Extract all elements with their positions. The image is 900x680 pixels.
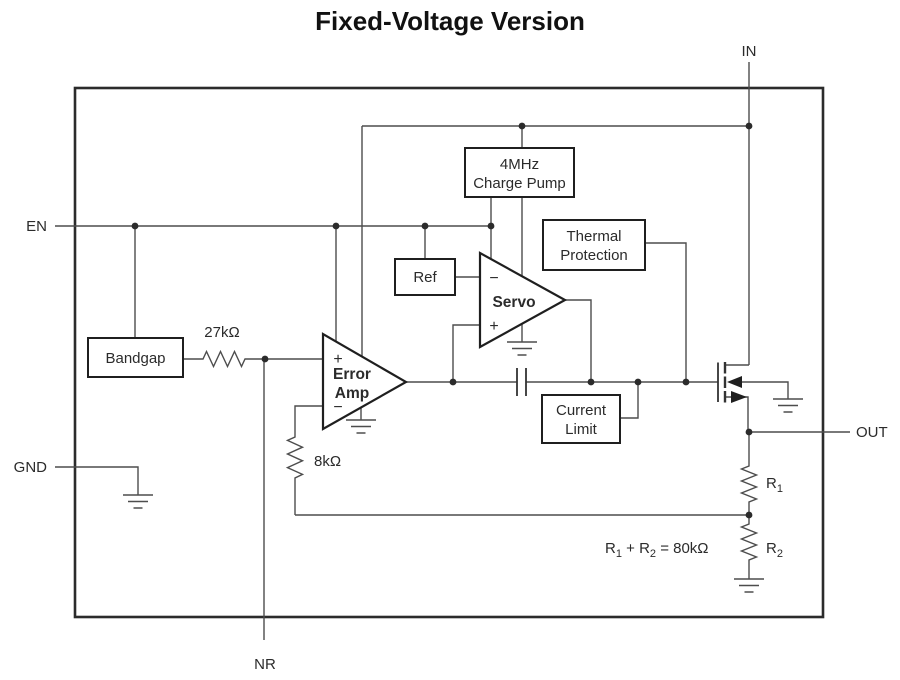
wire-servo-out <box>565 299 592 382</box>
ground-icon-gnd-pin <box>122 494 154 509</box>
resistor-27k-label: 27kΩ <box>204 324 239 341</box>
resistor-27k-zigzag <box>183 349 323 369</box>
error-amp-plus-sign: + <box>333 351 342 368</box>
thermal-label-line2: Protection <box>560 247 628 264</box>
pin-label-en: EN <box>26 218 47 235</box>
ref-label: Ref <box>413 269 437 286</box>
mosfet-body-arrow-icon <box>727 376 742 388</box>
wire-mosfet-body <box>742 381 789 399</box>
error-amp-minus-sign: − <box>333 399 342 416</box>
ground-icon-error-amp <box>345 419 377 434</box>
wire-currentlimit-to-gate <box>620 382 639 419</box>
resistor-r1-zigzag <box>739 432 759 515</box>
pin-label-out: OUT <box>856 424 888 441</box>
wire-thermal-to-gate <box>645 242 687 382</box>
resistor-r2-zigzag <box>739 515 759 579</box>
charge-pump-label-line2: Charge Pump <box>473 175 566 192</box>
pin-label-nr: NR <box>254 656 276 673</box>
error-amp-symbol: + − Error Amp <box>321 332 409 431</box>
junction-dots <box>131 122 753 519</box>
block-ref: Ref <box>394 258 456 296</box>
pin-label-gnd: GND <box>14 459 48 476</box>
chip-boundary-box <box>73 86 825 619</box>
thermal-label-line1: Thermal <box>566 228 621 245</box>
resistor-8k-label: 8kΩ <box>314 453 341 470</box>
block-current-limit: Current Limit <box>541 394 621 444</box>
mosfet-symbol <box>717 362 747 403</box>
servo-amp-symbol: − + Servo <box>478 251 568 349</box>
resistor-r1-label: R1 <box>766 475 783 495</box>
wire-gnd-pin <box>55 466 139 495</box>
resistor-8k-zigzag <box>285 405 323 515</box>
diagram-title: Fixed-Voltage Version <box>315 6 585 36</box>
mosfet-source-arrow-icon <box>731 391 747 403</box>
servo-label: Servo <box>492 294 535 311</box>
ground-icon-mosfet-body <box>772 398 804 413</box>
charge-pump-label-line1: 4MHz <box>500 156 539 173</box>
current-limit-label-line2: Limit <box>565 421 598 438</box>
capacitor-icon <box>516 368 527 396</box>
error-amp-label-line2: Amp <box>335 385 369 402</box>
block-bandgap: Bandgap <box>87 337 184 378</box>
servo-plus-sign: + <box>489 318 498 335</box>
resistors <box>183 349 759 579</box>
resistor-r2-label: R2 <box>766 540 783 560</box>
block-thermal-protection: Thermal Protection <box>542 219 646 271</box>
ground-icon-r2 <box>733 578 765 593</box>
wire-to-servo-plus <box>452 324 480 382</box>
block-charge-pump: 4MHz Charge Pump <box>464 147 575 198</box>
pin-label-in: IN <box>742 43 757 60</box>
divider-equation: R1 + R2 = 80kΩ <box>605 540 709 560</box>
error-amp-label-line1: Error <box>333 366 371 383</box>
wire-mosfet-source <box>725 396 749 432</box>
ground-icon-servo <box>506 341 538 356</box>
bandgap-label: Bandgap <box>105 350 165 367</box>
current-limit-label-line1: Current <box>556 402 607 419</box>
servo-minus-sign: − <box>489 270 498 287</box>
